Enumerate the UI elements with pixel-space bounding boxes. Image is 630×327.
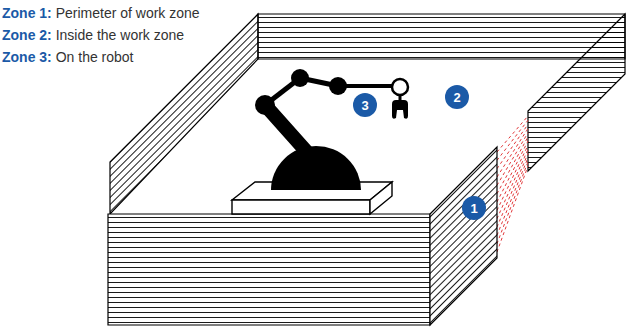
front-right-wall-ground [430,147,497,325]
zone-name: Zone 2: [2,27,52,43]
zone-description: Inside the work zone [56,27,184,43]
zone-name: Zone 3: [2,49,52,65]
light-beam [497,149,528,218]
callout-number: 2 [453,91,460,104]
robot-joint [329,77,347,95]
light-curtain [497,116,528,252]
robot-base-front [232,200,370,214]
callout-circle: 3 [353,93,377,117]
callout-circle: 1 [462,196,486,220]
light-beam [497,124,528,168]
callout-number: 1 [470,202,477,215]
back-wall [258,14,625,59]
front-wall [108,214,430,325]
light-beam [497,154,528,228]
callout-circle: 2 [445,85,469,109]
robot-base-side [370,182,392,214]
zone-description: On the robot [56,49,134,65]
front-wall-ground [108,214,430,325]
left-wall [110,14,258,214]
zone-legend-row: Zone 3: On the robot [2,48,134,66]
light-beam [497,129,528,178]
right-wall [528,14,625,171]
zone-legend-row: Zone 1: Perimeter of work zone [2,4,200,22]
front-right-wall [430,147,497,325]
robot-joint [291,69,309,87]
gripper-claw [392,100,408,119]
zone-name: Zone 1: [2,5,52,21]
zone-description: Perimeter of work zone [56,5,200,21]
robot-joint [255,95,275,115]
robot-lower-arm [265,105,314,160]
callout-number: 3 [361,99,368,112]
light-beam [497,166,528,252]
light-beam [497,141,528,202]
light-beam [497,162,528,244]
light-beam [497,158,528,236]
robot-wrist [392,79,408,95]
zone-legend-row: Zone 2: Inside the work zone [2,26,184,44]
